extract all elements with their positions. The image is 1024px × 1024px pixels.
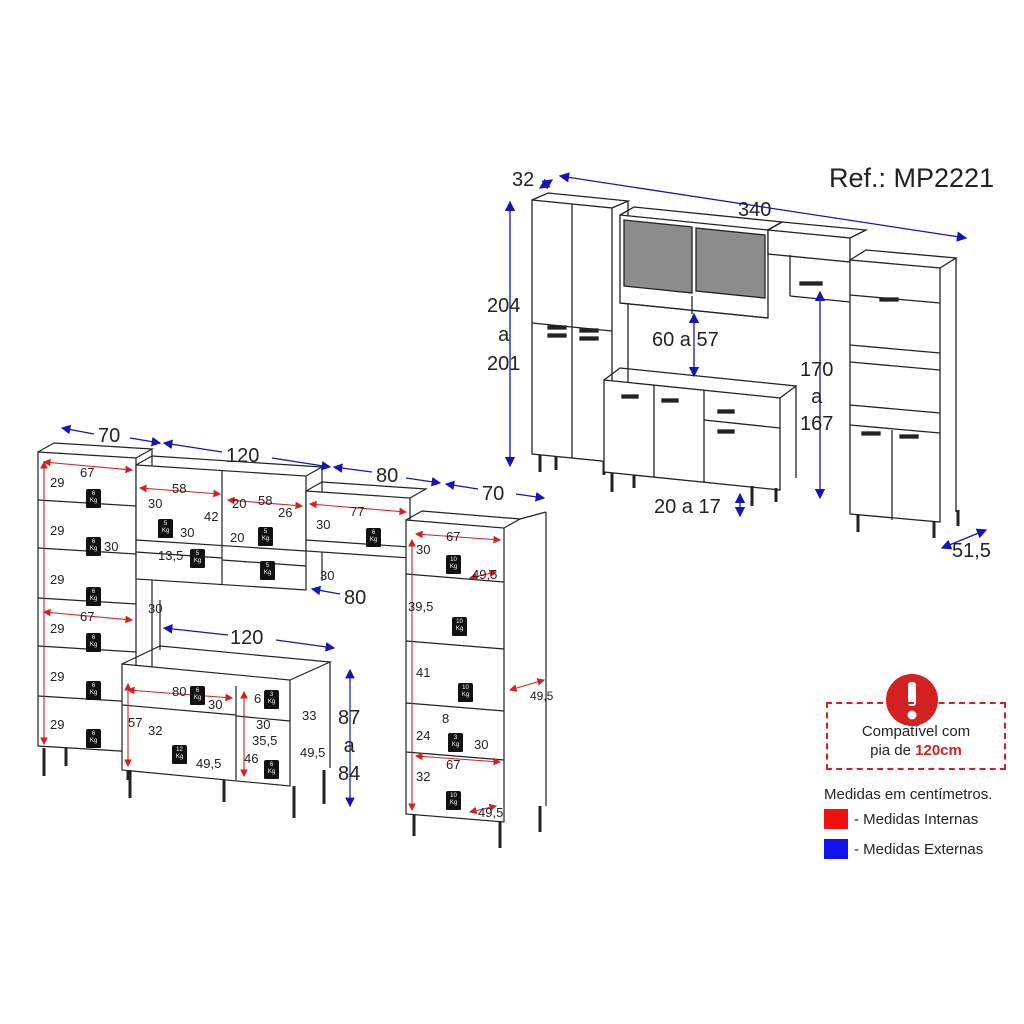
overview-tower-height: 204 a 201	[487, 295, 521, 375]
overview-drawing	[531, 192, 960, 538]
bridge-depth-30: 30	[320, 568, 335, 583]
bridge-height-30: 30	[316, 517, 331, 532]
sink-6: 6	[254, 691, 262, 706]
bridge-width-lower: 80	[344, 587, 367, 609]
left-shelf-4: 29	[50, 621, 65, 636]
upper-inner-58a: 58	[172, 481, 187, 496]
left-shelf-5: 29	[50, 669, 65, 684]
right-height-32: 32	[416, 769, 431, 784]
sink-33: 33	[302, 708, 317, 723]
sink-57: 57	[128, 715, 143, 730]
right-depth-30: 30	[474, 737, 489, 752]
sink-32: 32	[148, 723, 163, 738]
sink-inner-80: 80	[172, 684, 187, 699]
exploded-internal-dimensions	[40, 458, 546, 815]
left-tower-width: 70	[98, 425, 121, 447]
left-shelf-6: 29	[50, 717, 65, 732]
right-depth-49-5b: 49,5	[478, 805, 504, 820]
right-height-8: 8	[442, 711, 450, 726]
legend-external-label: - Medidas Externas	[854, 841, 984, 858]
sink-30b: 30	[256, 717, 271, 732]
overview-wall-gap: 60 a 57	[652, 329, 719, 351]
right-height-24: 24	[416, 728, 431, 743]
right-inner-67a: 67	[446, 529, 461, 544]
upper-height-20b: 20	[230, 530, 245, 545]
overview-total-width: 340	[738, 199, 772, 221]
right-height-30: 30	[416, 542, 431, 557]
exploded-external-dimensions	[60, 424, 546, 808]
left-shelf-1: 29	[50, 475, 65, 490]
sink-35-5: 35,5	[252, 733, 278, 748]
sink-49-5a: 49,5	[196, 756, 222, 771]
upper-depth-30b: 30	[180, 525, 195, 540]
overview-leg-height: 20 a 17	[654, 496, 721, 518]
legend-internal-swatch	[824, 809, 848, 829]
overview-dimensions	[504, 172, 988, 550]
right-height-41: 41	[416, 665, 431, 680]
right-depth-49-5a: 49,5	[472, 567, 498, 582]
overview-upper-height: 170 a 167	[800, 359, 834, 435]
left-tower-depth: 30	[104, 539, 119, 554]
overview-depth-top: 32	[512, 169, 535, 191]
bridge-width: 80	[376, 465, 399, 487]
right-tower-width: 70	[482, 483, 505, 505]
left-shelf-2: 29	[50, 523, 65, 538]
sink-cabinet-width: 120	[230, 627, 264, 649]
left-tower-inner-width: 67	[80, 465, 95, 480]
right-height-39-5: 39,5	[408, 599, 434, 614]
upper-inner-58b: 58	[258, 493, 273, 508]
upper-depth-26: 26	[278, 505, 293, 520]
upper-depth-30a: 30	[148, 496, 163, 511]
legend-title: Medidas em centímetros.	[824, 786, 993, 803]
right-inner-67b: 67	[446, 757, 461, 772]
reference-code: Ref.: MP2221	[829, 163, 995, 193]
sink-compatibility-notice: Compatível com pia de 120cm	[826, 702, 1006, 770]
sink-height: 87 a 84	[338, 707, 361, 785]
warning-icon	[886, 674, 938, 726]
sink-46: 46	[244, 751, 259, 766]
upper-height-42: 42	[204, 509, 219, 524]
upper-13-5: 13,5	[158, 548, 184, 563]
sink-30: 30	[208, 697, 223, 712]
exploded-drawing	[37, 442, 547, 848]
legend-external-swatch	[824, 839, 848, 859]
right-side-49-5: 49,5	[530, 689, 554, 703]
legend-internal-label: - Medidas Internas	[854, 811, 979, 828]
overview-depth-bottom: 51,5	[952, 540, 991, 562]
left-shelf-3: 29	[50, 572, 65, 587]
left-tower-bridge-depth: 30	[148, 601, 163, 616]
notice-line-1: Compatível com	[861, 723, 971, 740]
left-tower-inner-width-2: 67	[80, 609, 95, 624]
notice-line-2: pia de 120cm	[870, 742, 962, 759]
sink-49-5b: 49,5	[300, 745, 326, 760]
bridge-inner-77: 77	[350, 504, 365, 519]
upper-cabinet-width: 120	[226, 445, 260, 467]
upper-height-20a: 20	[232, 496, 247, 511]
